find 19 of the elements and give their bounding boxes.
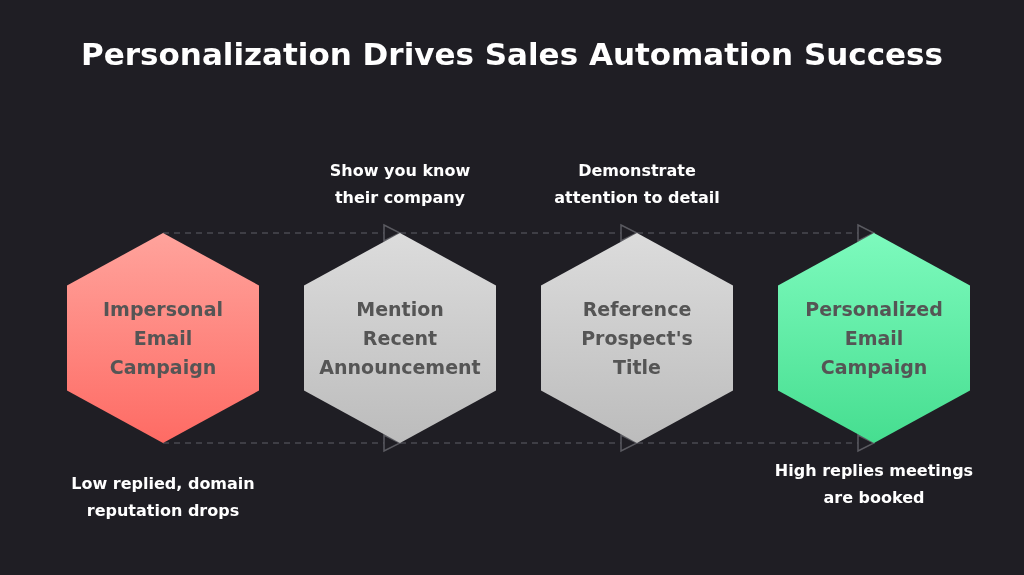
step-label: Personalized Email Campaign <box>804 296 944 380</box>
hexagon-step <box>778 233 970 443</box>
hexagon-step <box>67 233 259 443</box>
title: Personalization Drives Sales Automation Success <box>80 36 944 72</box>
dashed-arrow <box>399 434 638 452</box>
outcome-caption: Demonstrate attention to detail <box>553 160 721 209</box>
outcome-caption: Show you know their company <box>328 160 472 209</box>
outcome-caption: High replies meetings are booked <box>773 460 975 509</box>
step-label: Reference Prospect's Title <box>580 296 694 380</box>
dashed-arrow <box>636 224 875 242</box>
outcome-caption: Low replied, domain reputation drops <box>70 473 256 522</box>
dashed-arrow <box>162 434 401 452</box>
dashed-arrow <box>162 224 401 242</box>
hexagon-step <box>304 233 496 443</box>
hexagon-step <box>541 233 733 443</box>
step-label: Impersonal Email Campaign <box>102 296 224 380</box>
dashed-arrow <box>399 224 638 242</box>
dashed-arrow <box>636 434 875 452</box>
step-label: Mention Recent Announcement <box>319 296 481 380</box>
